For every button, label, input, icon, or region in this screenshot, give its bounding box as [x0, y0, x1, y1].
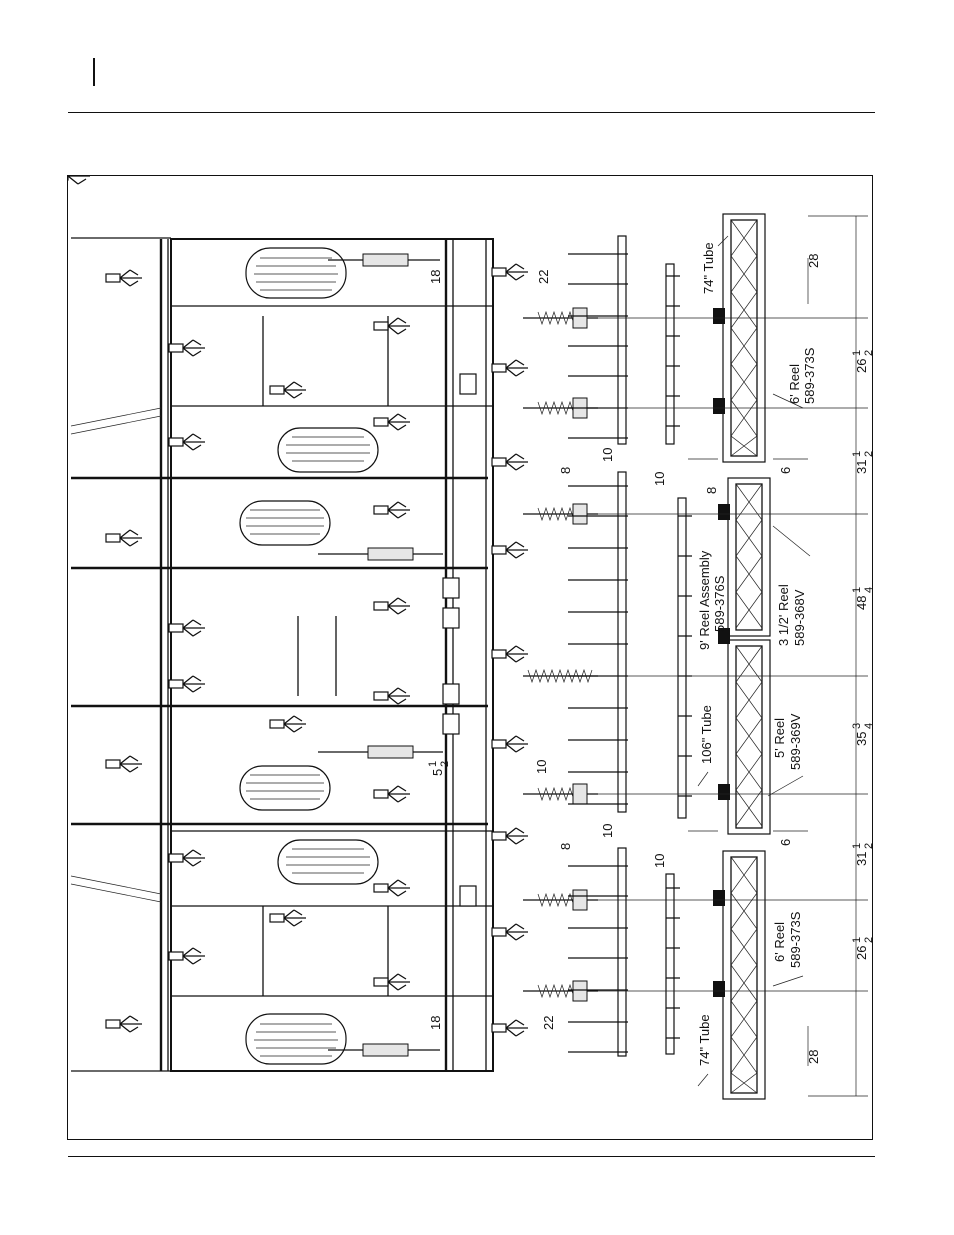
dim-22-bottom: 22 [541, 1016, 556, 1030]
dim-10-e: 10 [652, 854, 667, 868]
dim-5-num: 1 [427, 761, 439, 767]
dim-8-c: 8 [558, 843, 573, 850]
reel-9-assembly-name: 9' Reel Assembly [697, 550, 712, 650]
dim-6-b: 6 [778, 839, 793, 846]
transport-tires [240, 248, 378, 1064]
dim-35-num: 3 [851, 723, 863, 729]
dim-48-quarter: 48 1 4 [851, 587, 874, 610]
dim-31-bot-den: 2 [863, 843, 874, 849]
dim-31-bot-whole: 31 [854, 852, 869, 866]
header-rule [68, 112, 875, 113]
dim-31-top-whole: 31 [854, 460, 869, 474]
dim-35-den: 4 [863, 723, 874, 729]
dim-18-top: 18 [428, 270, 443, 284]
dim-48-den: 4 [863, 587, 874, 593]
dim-6-a: 6 [778, 467, 793, 474]
dim-5-whole: 5 [430, 769, 445, 776]
dim-35-three-quarter: 35 3 4 [851, 723, 874, 746]
rolling-reels [598, 214, 868, 1099]
dim-26-bot-den: 2 [863, 937, 874, 943]
dim-31-top-den: 2 [863, 451, 874, 457]
cultivator-sweeps [68, 176, 528, 1036]
reel-6-bottom-name: 6' Reel [772, 922, 787, 962]
tube-74-top-label: 74" Tube [701, 242, 716, 294]
reel-3half-part: 589-368V [792, 589, 807, 646]
dim-10-b: 10 [652, 472, 667, 486]
dim-8-a: 8 [558, 467, 573, 474]
reel-5-part: 589-369V [788, 713, 803, 770]
dim-5-half: 5 1 2 [427, 761, 451, 776]
dim-26-top-den: 2 [863, 350, 874, 356]
reel-3half-name: 3 1/2' Reel [776, 584, 791, 646]
dim-31-bot-num: 1 [851, 843, 863, 849]
dim-18-bottom: 18 [428, 1016, 443, 1030]
footer-rule [68, 1156, 875, 1157]
dim-48-whole: 48 [854, 596, 869, 610]
figure-frame: 74" Tube 6' Reel 589-373S 9' Reel Assemb… [67, 175, 873, 1140]
tube-74-bottom-label: 74" Tube [697, 1014, 712, 1066]
harrow-bars [568, 236, 692, 1056]
hydraulic-cylinders [318, 254, 443, 1056]
tube-106-label: 106" Tube [699, 705, 714, 764]
dim-10-a: 10 [600, 448, 615, 462]
dim-26-half-bottom: 26 1 2 [851, 937, 874, 960]
dim-26-top-whole: 26 [854, 359, 869, 373]
dim-35-whole: 35 [854, 732, 869, 746]
spring-tine-arms [523, 308, 598, 1001]
dimension-lines [688, 216, 868, 1096]
dim-28-bottom: 28 [806, 1050, 821, 1064]
dim-48-num: 1 [851, 587, 863, 593]
dim-10-c: 10 [534, 760, 549, 774]
dim-26-top-num: 1 [851, 350, 863, 356]
dim-5-den: 2 [439, 761, 451, 767]
header-tick-mark [93, 58, 95, 86]
dim-26-half-top: 26 1 2 [851, 350, 874, 373]
reel-6-top-part: 589-373S [802, 347, 817, 404]
reel-6-bottom-part: 589-373S [788, 911, 803, 968]
dim-31-half-top: 31 1 2 [851, 451, 874, 474]
implement-layout-drawing: 74" Tube 6' Reel 589-373S 9' Reel Assemb… [68, 176, 874, 1141]
reel-9-assembly-part: 589-376S [712, 575, 727, 632]
dim-26-bot-num: 1 [851, 937, 863, 943]
reel-6-top-name: 6' Reel [787, 364, 802, 404]
dim-28-top: 28 [806, 254, 821, 268]
dim-26-bot-whole: 26 [854, 946, 869, 960]
dim-31-top-num: 1 [851, 451, 863, 457]
reel-5-name: 5' Reel [772, 718, 787, 758]
main-frame [71, 238, 493, 1071]
dim-22-top: 22 [536, 270, 551, 284]
dim-31-half-bottom: 31 1 2 [851, 843, 874, 866]
dim-8-b: 8 [704, 487, 719, 494]
dim-10-d: 10 [600, 824, 615, 838]
